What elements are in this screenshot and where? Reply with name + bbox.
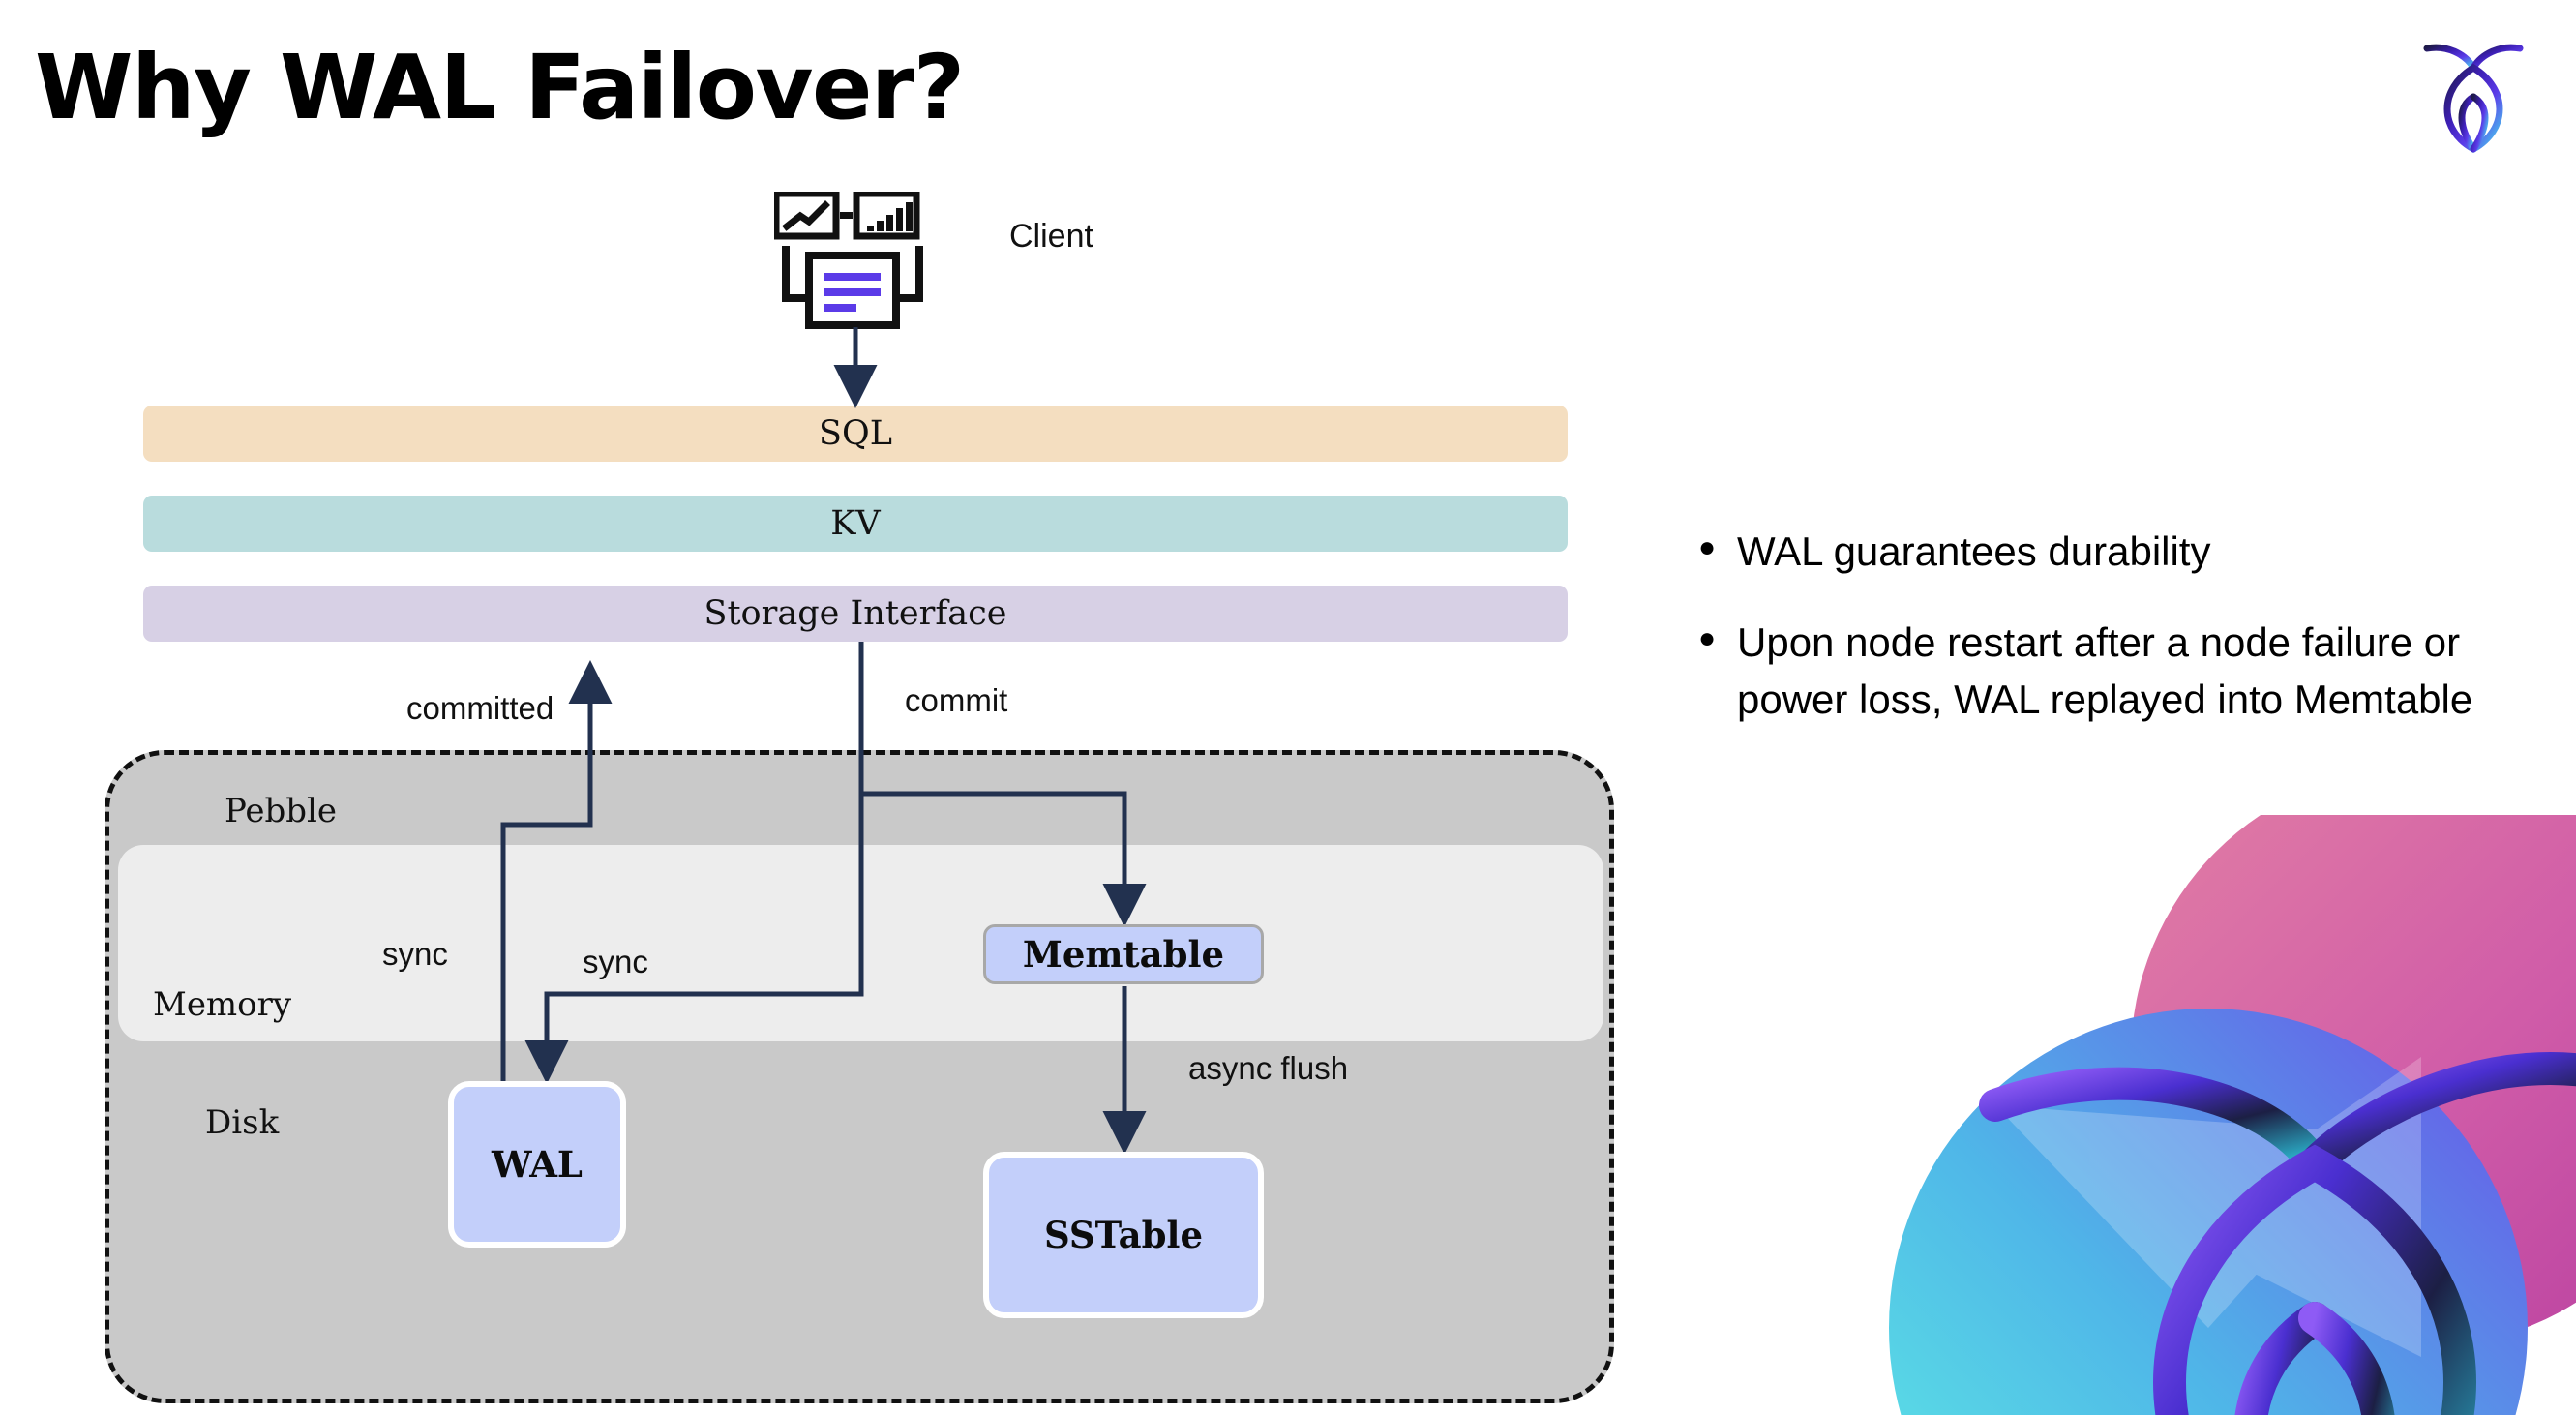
edge-label-commit: commit (905, 682, 1008, 718)
node-memtable: Memtable (983, 924, 1264, 984)
page-title: Why WAL Failover? (35, 36, 965, 139)
client-terminal-icon (772, 190, 931, 329)
node-wal: WAL (448, 1081, 626, 1248)
node-memtable-label: Memtable (1022, 933, 1225, 976)
bullet-list: ● WAL guarantees durability ● Upon node … (1698, 523, 2501, 762)
layer-bar-storage-interface: Storage Interface (143, 586, 1568, 642)
disk-label: Disk (205, 1103, 280, 1142)
node-sstable-label: SSTable (1043, 1214, 1204, 1256)
bullet-dot-icon: ● (1698, 621, 1717, 654)
cockroachdb-logo-icon (2417, 33, 2530, 154)
memory-region (118, 845, 1603, 1041)
edge-label-committed: committed (406, 690, 554, 726)
list-item: ● WAL guarantees durability (1698, 523, 2501, 581)
edge-label-sync-right: sync (583, 944, 648, 979)
edge-label-sync-left: sync (382, 936, 448, 972)
edge-label-async-flush: async flush (1188, 1050, 1349, 1086)
bullet-dot-icon: ● (1698, 531, 1717, 563)
layer-bar-storage-label: Storage Interface (704, 594, 1007, 633)
node-sstable: SSTable (983, 1152, 1264, 1318)
node-wal-label: WAL (492, 1143, 583, 1186)
layer-bar-sql-label: SQL (819, 414, 892, 453)
gradient-circles-art (1879, 815, 2576, 1415)
list-item: ● Upon node restart after a node failure… (1698, 614, 2501, 729)
layer-bar-kv-label: KV (830, 504, 881, 543)
bullet-text: WAL guarantees durability (1737, 528, 2211, 574)
layer-bar-sql: SQL (143, 406, 1568, 462)
pebble-label: Pebble (225, 792, 337, 830)
client-label: Client (1009, 218, 1093, 255)
memory-label: Memory (153, 985, 292, 1024)
layer-bar-kv: KV (143, 496, 1568, 552)
bullet-text: Upon node restart after a node failure o… (1737, 618, 2473, 723)
